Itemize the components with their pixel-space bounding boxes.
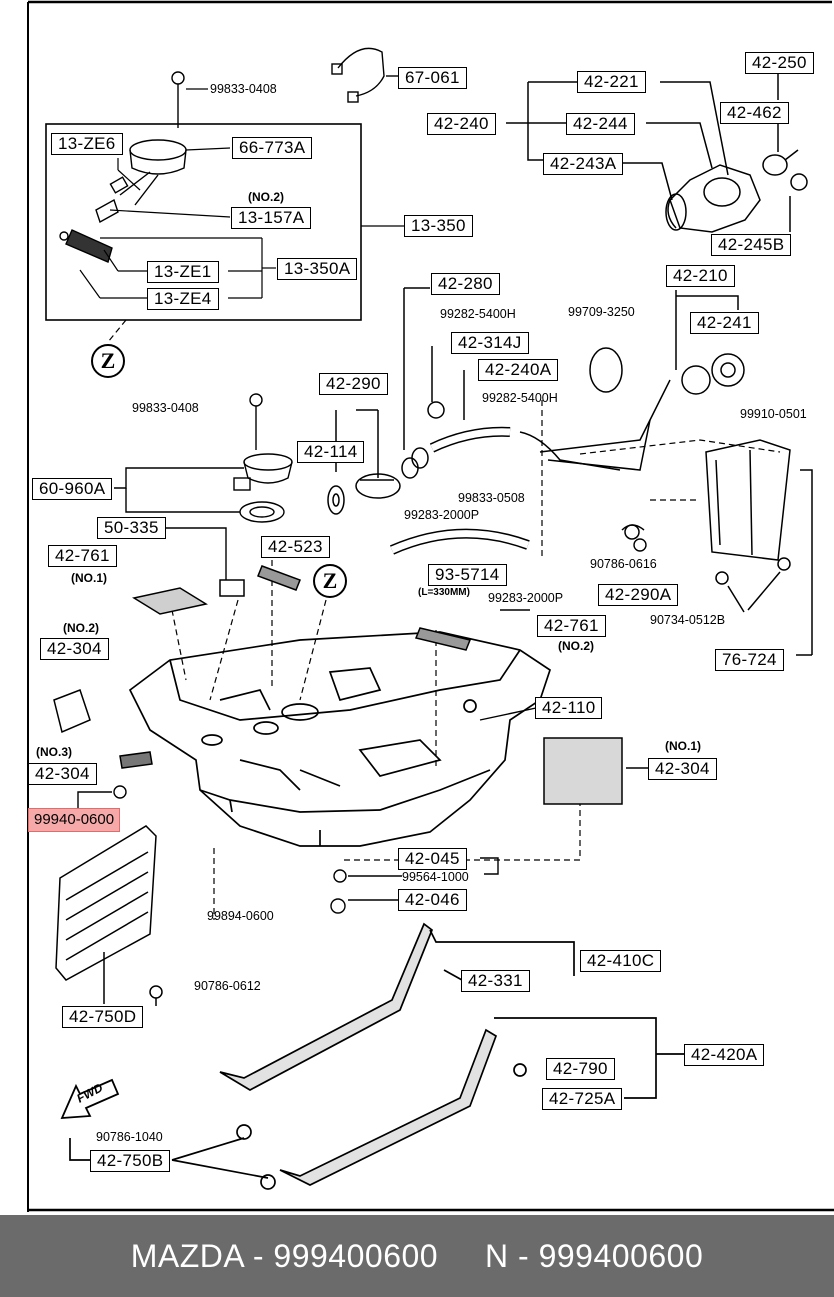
label-42-221: 42-221: [577, 71, 646, 93]
label-42-250: 42-250: [745, 52, 814, 74]
label-67-061: 67-061: [398, 67, 467, 89]
part-99833-0408: 99833-0408: [210, 82, 277, 96]
footer-n-part: N - 999400600: [485, 1237, 704, 1274]
label-42-462: 42-462: [720, 102, 789, 124]
label-60-960A: 60-960A: [32, 478, 113, 500]
label-42-750B: 42-750B: [90, 1150, 171, 1172]
footer-brand-part: MAZDA - 999400600: [130, 1237, 439, 1274]
label-93-5714: 93-5714: [428, 564, 507, 586]
tank-straps: [69, 922, 684, 1190]
label-42-243A: 42-243A: [543, 153, 624, 175]
wiring-harness: [331, 47, 398, 103]
highlighted-part-99940-0600[interactable]: 99940-0600: [28, 808, 121, 832]
note-no2: (NO.2): [63, 621, 99, 635]
label-42-420A: 42-420A: [684, 1044, 765, 1066]
part-99894-0600: 99894-0600: [207, 909, 274, 923]
label-42-761-no1: 42-761: [48, 545, 117, 567]
label-42-304-no2: 42-304: [40, 638, 109, 660]
part-99282-5400H: 99282-5400H: [482, 391, 558, 405]
heat-insulator: [55, 825, 163, 1006]
footer-spacer: [438, 1238, 485, 1275]
note-no3: (NO.3): [36, 745, 72, 759]
part-99833-0508: 99833-0508: [458, 491, 525, 505]
part-99910-0501: 99910-0501: [740, 407, 807, 421]
label-50-335: 50-335: [97, 517, 166, 539]
fuel-tank-exploded-diagram: [27, 0, 834, 1212]
part-99709-3250: 99709-3250: [568, 305, 635, 319]
label-42-314J: 42-314J: [451, 332, 529, 354]
forward-arrow: [60, 1078, 120, 1120]
part-90734-0512B: 90734-0512B: [650, 613, 726, 627]
label-42-240: 42-240: [427, 113, 496, 135]
label-42-304-no3: 42-304: [28, 763, 97, 785]
label-42-761-no2: 42-761: [537, 615, 606, 637]
breather-hoses: [389, 287, 745, 555]
filler-neck: [506, 74, 808, 233]
label-42-045: 42-045: [398, 848, 467, 870]
note-length: (L=330MM): [418, 587, 470, 598]
label-42-210: 42-210: [666, 265, 735, 287]
label-13-ZE6: 13-ZE6: [51, 133, 123, 155]
label-13-157A: 13-157A: [231, 207, 312, 229]
part-90786-1040: 90786-1040: [96, 1130, 163, 1144]
label-42-245B: 42-245B: [711, 234, 792, 256]
label-13-ZE1: 13-ZE1: [147, 261, 219, 283]
label-42-114: 42-114: [297, 441, 365, 463]
part-99833-0408: 99833-0408: [132, 401, 199, 415]
label-42-790: 42-790: [546, 1058, 615, 1080]
label-42-331: 42-331: [461, 970, 530, 992]
z-reference-mark: Z: [91, 344, 125, 378]
part-90786-0616: 90786-0616: [590, 557, 657, 571]
label-42-304-no1: 42-304: [648, 758, 717, 780]
label-42-410C: 42-410C: [580, 950, 662, 972]
note-no1: (NO.1): [665, 739, 701, 753]
label-42-244: 42-244: [566, 113, 635, 135]
label-13-350: 13-350: [404, 215, 473, 237]
label-42-241: 42-241: [690, 312, 759, 334]
label-13-350A: 13-350A: [277, 258, 358, 280]
label-42-280: 42-280: [431, 273, 500, 295]
fuel-pump-unit: [59, 71, 187, 263]
gauge-unit: [114, 393, 293, 523]
fuel-tank: [128, 631, 552, 847]
label-42-750D: 42-750D: [62, 1006, 144, 1028]
label-42-725A: 42-725A: [542, 1088, 623, 1110]
label-42-290A: 42-290A: [598, 584, 679, 606]
note-no2: (NO.2): [558, 639, 594, 653]
label-42-523: 42-523: [261, 536, 330, 558]
part-99283-2000P: 99283-2000P: [404, 508, 480, 522]
label-42-110: 42-110: [535, 697, 603, 719]
note-no2: (NO.2): [248, 190, 284, 204]
canister: [621, 439, 813, 656]
part-99283-2000P: 99283-2000P: [488, 591, 564, 605]
part-99282-5400H: 99282-5400H: [440, 307, 516, 321]
part-90786-0612: 90786-0612: [194, 979, 261, 993]
label-42-046: 42-046: [398, 889, 467, 911]
z-reference-mark: Z: [313, 564, 347, 598]
label-42-240A: 42-240A: [478, 359, 559, 381]
label-13-ZE4: 13-ZE4: [147, 288, 219, 310]
note-no1: (NO.1): [71, 571, 107, 585]
label-42-290: 42-290: [319, 373, 388, 395]
part-99564-1000: 99564-1000: [402, 870, 469, 884]
part-number-footer: MAZDA - 999400600 N - 999400600: [0, 1215, 834, 1297]
label-76-724: 76-724: [715, 649, 784, 671]
label-66-773A: 66-773A: [232, 137, 313, 159]
